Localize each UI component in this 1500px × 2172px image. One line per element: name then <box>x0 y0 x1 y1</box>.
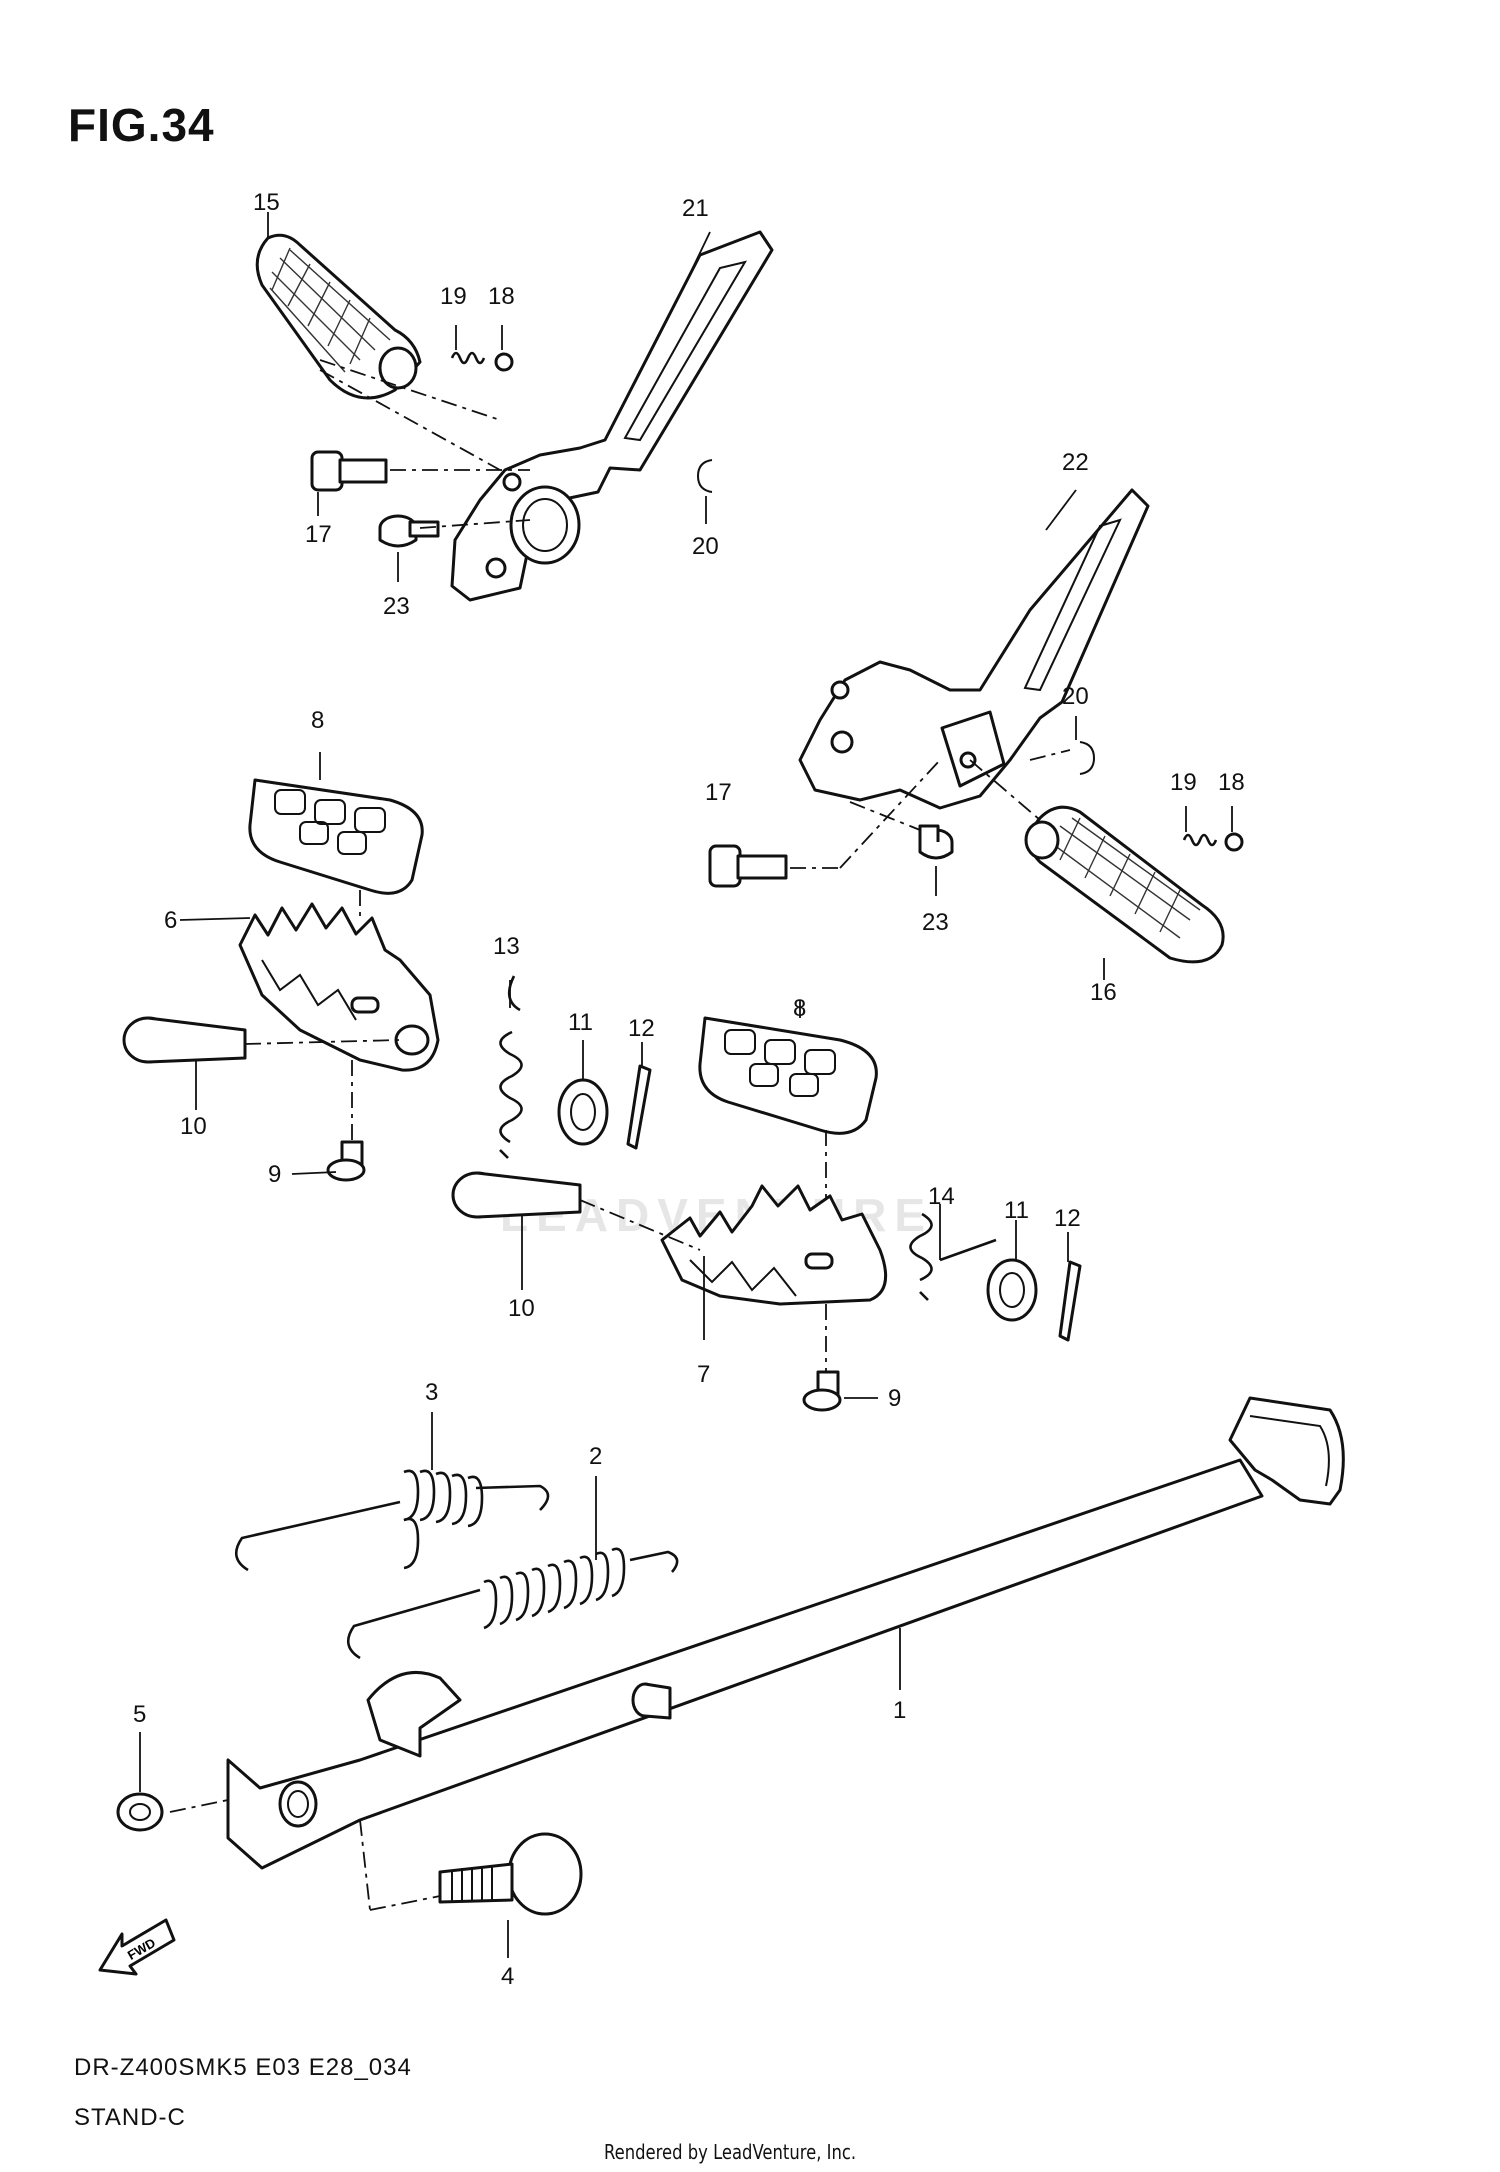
callout-3: 3 <box>425 1379 438 1406</box>
callout-6: 6 <box>164 907 177 934</box>
stand-nut <box>116 1792 164 1832</box>
callout-2: 2 <box>589 1443 602 1470</box>
callout-10-right: 10 <box>508 1295 535 1322</box>
stand-pivot-bolt <box>438 1832 583 1916</box>
side-stand <box>226 1396 1345 1870</box>
right-cotter-pin <box>1058 1260 1082 1342</box>
callout-15: 15 <box>253 189 280 216</box>
callout-10: 10 <box>180 1113 207 1140</box>
left-detent-ball <box>494 352 514 372</box>
callout-17-right: 17 <box>705 779 732 806</box>
callout-19: 19 <box>440 283 467 310</box>
callout-4: 4 <box>501 1963 514 1990</box>
callout-11: 11 <box>568 1009 593 1036</box>
callout-5: 5 <box>133 1701 146 1728</box>
callout-23-right: 23 <box>922 909 949 936</box>
callout-14: 14 <box>928 1183 955 1210</box>
callout-20: 20 <box>692 533 719 560</box>
callout-8: 8 <box>311 707 324 734</box>
leader-lines <box>139 212 1233 1958</box>
right-footrest-bracket <box>798 488 1150 810</box>
right-passenger-footpeg <box>1024 805 1225 964</box>
callout-1: 1 <box>893 1697 906 1724</box>
right-footpeg-spring <box>909 1212 997 1301</box>
callout-18-right: 18 <box>1218 769 1245 796</box>
right-footpeg-rubber <box>698 1016 878 1135</box>
render-credit: Rendered by LeadVenture, Inc. <box>604 2140 857 2164</box>
callout-20-right: 20 <box>1062 683 1089 710</box>
callout-19-right: 19 <box>1170 769 1197 796</box>
right-detent-ball <box>1224 832 1244 852</box>
callout-23: 23 <box>383 593 410 620</box>
callout-9: 9 <box>268 1161 281 1188</box>
right-e-clip <box>1079 741 1096 775</box>
left-cotter-pin <box>626 1064 652 1150</box>
callout-16: 16 <box>1090 979 1117 1006</box>
left-passenger-footpeg <box>255 233 422 400</box>
figure-title: FIG.34 <box>68 99 215 151</box>
left-rider-footpeg <box>238 902 440 1072</box>
model-code: DR-Z400SMK5 E03 E28_034 <box>74 2054 412 2081</box>
left-detent-spring <box>450 351 486 365</box>
left-bracket-bolt <box>378 514 440 548</box>
callout-22: 22 <box>1062 449 1089 476</box>
callout-labels: 15 21 19 18 17 23 20 22 20 17 19 18 23 1… <box>133 189 1245 1990</box>
right-footpeg-bolt <box>802 1370 842 1412</box>
left-footpeg-pin <box>310 450 388 492</box>
stand-spring-inner <box>346 1547 679 1660</box>
callout-18: 18 <box>488 283 515 310</box>
callout-17: 17 <box>305 521 332 548</box>
fwd-arrow-icon: FWD <box>98 1918 176 1976</box>
left-e-clip <box>696 459 713 493</box>
left-footpeg-washer <box>557 1078 609 1146</box>
right-footpeg-pivot-pin <box>451 1171 582 1219</box>
right-footpeg-washer <box>986 1258 1038 1322</box>
section-name: STAND-C <box>74 2104 186 2131</box>
right-footpeg-pin <box>708 844 788 888</box>
callout-9-right: 9 <box>888 1385 901 1412</box>
left-footpeg-rubber <box>248 778 424 895</box>
left-footpeg-bolt <box>326 1140 366 1182</box>
right-bracket-bolt <box>918 824 954 860</box>
right-detent-spring <box>1182 833 1218 847</box>
left-footpeg-pivot-pin <box>122 1016 247 1064</box>
stand-spring-outer <box>234 1469 550 1572</box>
right-rider-footpeg <box>660 1184 888 1306</box>
callout-11-right: 11 <box>1004 1197 1029 1224</box>
callout-8-right: 8 <box>793 995 806 1022</box>
callout-12: 12 <box>628 1015 655 1042</box>
callout-7: 7 <box>697 1361 710 1388</box>
left-footrest-bracket <box>450 230 774 602</box>
callout-21: 21 <box>682 195 709 222</box>
callout-12-right: 12 <box>1054 1205 1081 1232</box>
callout-13: 13 <box>493 933 520 960</box>
